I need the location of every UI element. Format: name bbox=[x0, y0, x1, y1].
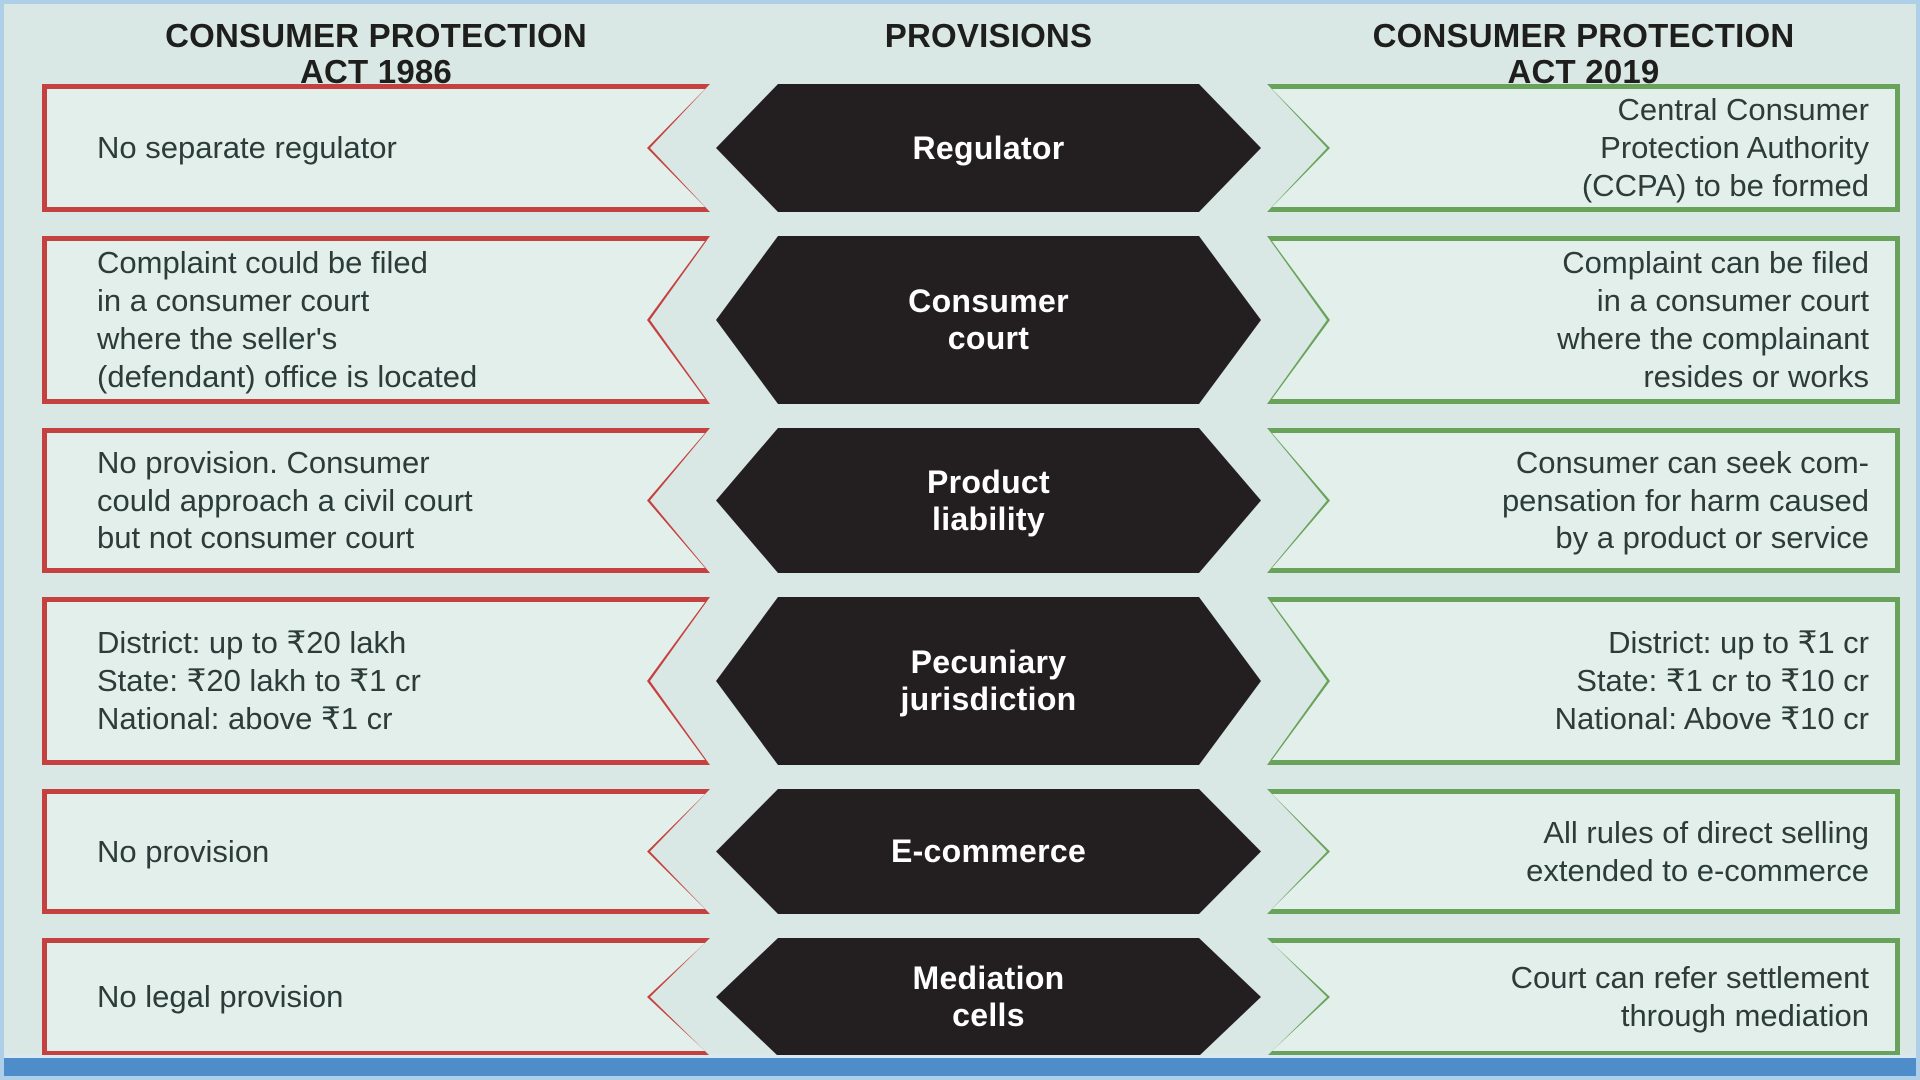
provision-label: Mediation cells bbox=[912, 960, 1065, 1033]
act1986-text: No legal provision bbox=[97, 979, 344, 1015]
act1986-ribbon: No legal provision bbox=[42, 938, 710, 1056]
provision-hexagon: Mediation cells bbox=[716, 938, 1261, 1056]
act1986-ribbon: No provision bbox=[42, 789, 710, 914]
act1986-ribbon: Complaint could be filed in a consumer c… bbox=[42, 236, 710, 404]
provision-hexagon: E-commerce bbox=[716, 789, 1261, 914]
act1986-text: No separate regulator bbox=[97, 130, 397, 166]
bottom-blue-bar bbox=[4, 1055, 1916, 1076]
act1986-text: No provision. Consumer could approach a … bbox=[97, 444, 473, 556]
row-mediation-cells: No legal provision Mediation cells Court… bbox=[42, 938, 1900, 1056]
row-consumer-court: Complaint could be filed in a consumer c… bbox=[42, 236, 1900, 404]
column-header-act-2019: CONSUMER PROTECTION ACT 2019 bbox=[1372, 17, 1795, 91]
act2019-text: Court can refer settlement through media… bbox=[1510, 960, 1869, 1033]
header-row: CONSUMER PROTECTION ACT 1986 PROVISIONS … bbox=[42, 14, 1900, 90]
act1986-ribbon: No provision. Consumer could approach a … bbox=[42, 428, 710, 573]
provision-label: Pecuniary jurisdiction bbox=[900, 644, 1077, 717]
act2019-text: All rules of direct selling extended to … bbox=[1526, 814, 1869, 888]
act2019-ribbon: All rules of direct selling extended to … bbox=[1267, 789, 1900, 914]
provision-label: Consumer court bbox=[908, 283, 1069, 356]
act2019-text: Consumer can seek com- pensation for har… bbox=[1501, 444, 1869, 556]
column-header-provisions: PROVISIONS bbox=[884, 17, 1093, 54]
act2019-ribbon: Complaint can be filed in a consumer cou… bbox=[1267, 236, 1900, 404]
provision-hexagon: Consumer court bbox=[716, 236, 1261, 404]
act1986-text: District: up to ₹20 lakh State: ₹20 lakh… bbox=[97, 625, 421, 736]
row-regulator: No separate regulator Regulator Central … bbox=[42, 84, 1900, 212]
act1986-text: Complaint could be filed in a consumer c… bbox=[97, 245, 478, 394]
provision-hexagon: Product liability bbox=[716, 428, 1261, 573]
act1986-ribbon: District: up to ₹20 lakh State: ₹20 lakh… bbox=[42, 597, 710, 765]
act2019-text: District: up to ₹1 cr State: ₹1 cr to ₹1… bbox=[1554, 625, 1869, 736]
act2019-text: Central Consumer Protection Authority (C… bbox=[1581, 92, 1869, 203]
act1986-text: No provision bbox=[97, 833, 270, 869]
act2019-ribbon: Consumer can seek com- pensation for har… bbox=[1267, 428, 1900, 573]
act2019-ribbon: District: up to ₹1 cr State: ₹1 cr to ₹1… bbox=[1267, 597, 1900, 765]
column-header-act-1986: CONSUMER PROTECTION ACT 1986 bbox=[165, 17, 587, 91]
act2019-ribbon: Central Consumer Protection Authority (C… bbox=[1267, 84, 1900, 212]
act1986-ribbon: No separate regulator bbox=[42, 84, 710, 212]
row-pecuniary-jurisdiction: District: up to ₹20 lakh State: ₹20 lakh… bbox=[42, 597, 1900, 765]
act2019-text: Complaint can be filed in a consumer cou… bbox=[1557, 245, 1869, 394]
provision-label: Product liability bbox=[927, 463, 1050, 537]
row-ecommerce: No provision E-commerce All rules of dir… bbox=[42, 789, 1900, 914]
provision-hexagon: Pecuniary jurisdiction bbox=[716, 597, 1261, 765]
provision-hexagon: Regulator bbox=[716, 84, 1261, 212]
row-product-liability: No provision. Consumer could approach a … bbox=[42, 428, 1900, 573]
act2019-ribbon: Court can refer settlement through media… bbox=[1267, 938, 1900, 1056]
provision-label: E-commerce bbox=[890, 833, 1087, 870]
provision-label: Regulator bbox=[912, 129, 1065, 166]
